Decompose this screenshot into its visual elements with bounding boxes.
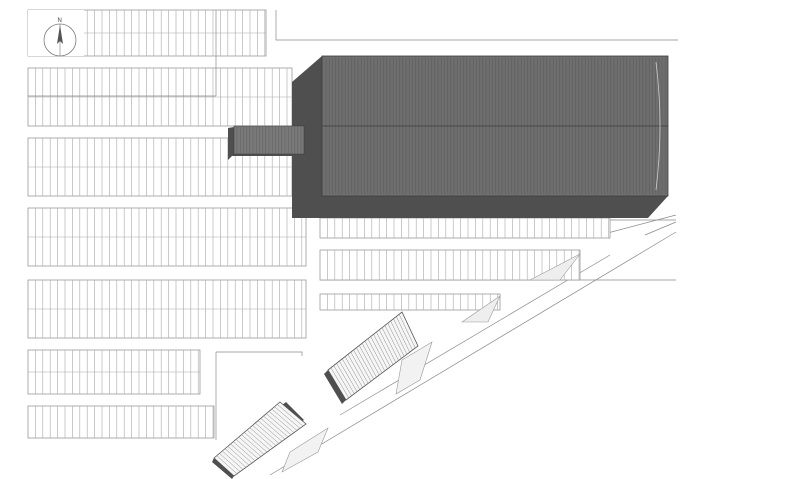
north-arrow-icon [57,25,63,44]
parking-lot [27,405,215,439]
main-warehouse-shadow [292,56,668,218]
parking-lot [319,217,611,239]
parking-lot [319,293,501,311]
main-warehouse [228,55,669,218]
building-b [212,401,307,479]
hatched-areas [281,253,581,473]
building-a [324,311,419,404]
parking-lot [27,279,307,339]
parking-lot [27,207,307,267]
parking-lot [319,249,581,281]
north-arrow: N [43,18,77,57]
parking-lots [27,9,611,439]
parking-lot [27,67,293,127]
parking-lot [27,349,201,395]
north-label: N [58,18,62,24]
